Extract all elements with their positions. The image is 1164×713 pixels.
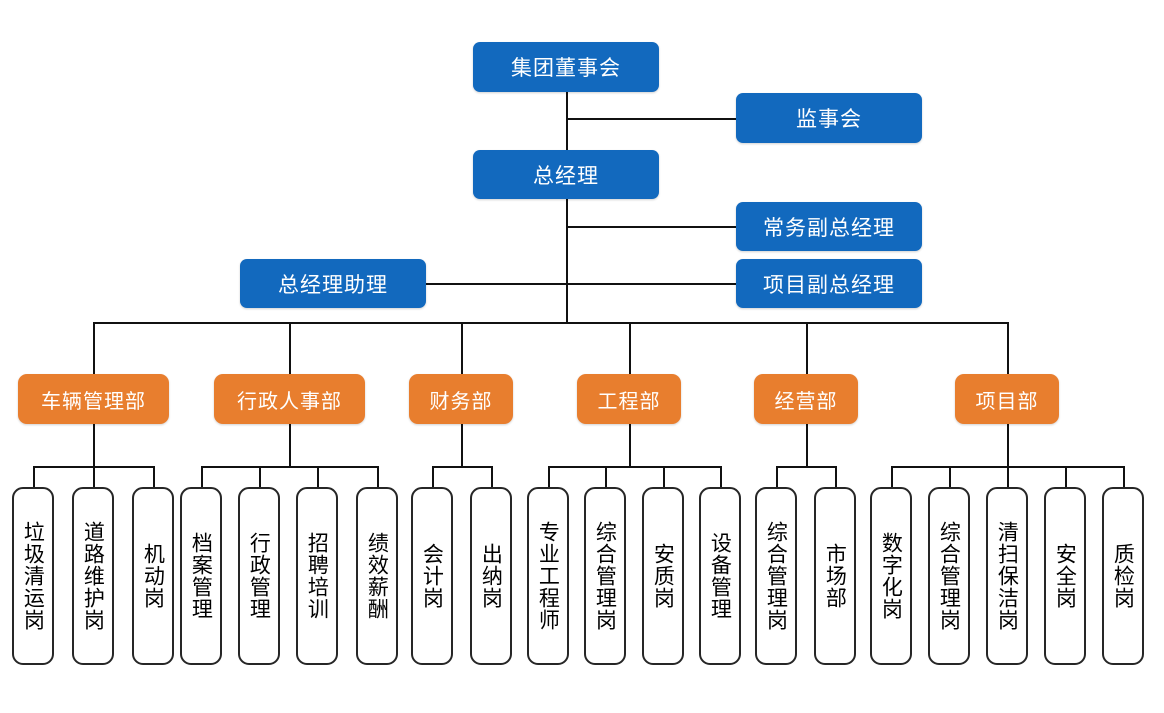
leaf-position-box[interactable]: 安质岗 [642,487,684,665]
leaf-label: 清扫保洁岗 [995,521,1020,631]
leaf-label: 绩效薪酬 [365,532,390,620]
leaf-position-box[interactable]: 安全岗 [1044,487,1086,665]
leaf-label: 会计岗 [420,543,445,609]
node-department-engineering[interactable]: 工程部 [577,374,681,424]
connector-dept-0-drop-1 [93,466,95,488]
connector-trunk-to-gm-assistant [425,283,567,285]
connector-dept-2-drop-1 [491,466,493,488]
leaf-label: 综合管理岗 [593,521,618,631]
department-bus-line [93,322,1009,325]
connector-dept-0-drop-0 [33,466,35,488]
connector-dept-2-drop-0 [432,466,434,488]
connector-dept-4-drop-0 [776,466,778,488]
connector-dept-5-drop-0 [891,466,893,488]
leaf-position-box[interactable]: 招聘培训 [296,487,338,665]
leaf-position-box[interactable]: 机动岗 [132,487,174,665]
connector-dept-3-drop-2 [663,466,665,488]
leaf-label: 市场部 [823,543,848,609]
leaf-position-box[interactable]: 垃圾清运岗 [12,487,54,665]
node-department-project[interactable]: 项目部 [955,374,1059,424]
node-department-operations[interactable]: 经营部 [754,374,858,424]
leaf-label: 专业工程师 [536,521,561,631]
leaf-label: 垃圾清运岗 [21,521,46,631]
leaf-position-box[interactable]: 道路维护岗 [72,487,114,665]
connector-gm-to-bus [566,198,568,323]
connector-dept-3-drop-3 [720,466,722,488]
leaf-label: 安质岗 [651,543,676,609]
leaf-label: 设备管理 [708,532,733,620]
connector-dept-3-drop-1 [605,466,607,488]
leaf-position-box[interactable]: 绩效薪酬 [356,487,398,665]
connector-dept-0-drop-2 [153,466,155,488]
connector-dept-1-stem [289,424,291,466]
connector-dept-5-drop-3 [1065,466,1067,488]
connector-dept-5-drop-2 [1007,466,1009,488]
node-general-manager-assistant[interactable]: 总经理助理 [240,259,426,308]
connector-dept-3-bar [548,466,720,468]
connector-bus-to-dept-4 [806,322,808,374]
connector-dept-1-bar [201,466,377,468]
connector-bus-to-dept-3 [629,322,631,374]
connector-dept-4-stem [806,424,808,466]
leaf-position-box[interactable]: 质检岗 [1102,487,1144,665]
connector-dept-3-stem [629,424,631,466]
connector-trunk-to-project-vp [566,283,736,285]
leaf-label: 档案管理 [189,532,214,620]
leaf-label: 安全岗 [1053,543,1078,609]
node-supervisory-board[interactable]: 监事会 [736,93,922,143]
connector-bus-to-dept-1 [289,322,291,374]
connector-gm-trunk-to-supervisory [566,118,736,120]
connector-dept-4-bar [776,466,835,468]
connector-dept-5-drop-4 [1123,466,1125,488]
leaf-position-box[interactable]: 综合管理岗 [584,487,626,665]
connector-dept-2-bar [432,466,491,468]
leaf-position-box[interactable]: 市场部 [814,487,856,665]
connector-bus-to-dept-0 [93,322,95,374]
leaf-position-box[interactable]: 专业工程师 [527,487,569,665]
connector-dept-1-drop-2 [317,466,319,488]
node-department-vehicle-management[interactable]: 车辆管理部 [18,374,169,424]
connector-dept-4-drop-1 [835,466,837,488]
connector-dept-5-drop-1 [949,466,951,488]
node-department-admin-hr[interactable]: 行政人事部 [214,374,365,424]
leaf-label: 综合管理岗 [764,521,789,631]
node-group-board[interactable]: 集团董事会 [473,42,659,92]
connector-bus-to-dept-2 [461,322,463,374]
leaf-label: 数字化岗 [879,532,904,620]
connector-bus-to-dept-5 [1007,322,1009,374]
leaf-position-box[interactable]: 综合管理岗 [928,487,970,665]
leaf-position-box[interactable]: 数字化岗 [870,487,912,665]
leaf-label: 质检岗 [1111,543,1136,609]
connector-dept-2-stem [461,424,463,466]
node-general-manager[interactable]: 总经理 [473,150,659,199]
leaf-position-box[interactable]: 档案管理 [180,487,222,665]
connector-trunk-to-executive-vp [566,226,736,228]
connector-board-to-gm [566,91,568,151]
leaf-position-box[interactable]: 设备管理 [699,487,741,665]
node-executive-vice-president[interactable]: 常务副总经理 [736,202,922,251]
connector-dept-0-stem [93,424,95,466]
leaf-position-box[interactable]: 综合管理岗 [755,487,797,665]
leaf-label: 行政管理 [247,532,272,620]
leaf-label: 综合管理岗 [937,521,962,631]
leaf-position-box[interactable]: 行政管理 [238,487,280,665]
connector-dept-1-drop-0 [201,466,203,488]
leaf-position-box[interactable]: 清扫保洁岗 [986,487,1028,665]
leaf-label: 出纳岗 [479,543,504,609]
node-project-vice-president[interactable]: 项目副总经理 [736,259,922,308]
leaf-label: 道路维护岗 [81,521,106,631]
connector-dept-3-drop-0 [548,466,550,488]
connector-dept-5-stem [1007,424,1009,466]
node-department-finance[interactable]: 财务部 [409,374,513,424]
leaf-label: 招聘培训 [305,532,330,620]
leaf-position-box[interactable]: 会计岗 [411,487,453,665]
leaf-position-box[interactable]: 出纳岗 [470,487,512,665]
leaf-label: 机动岗 [141,543,166,609]
connector-dept-1-drop-1 [259,466,261,488]
connector-dept-1-drop-3 [377,466,379,488]
